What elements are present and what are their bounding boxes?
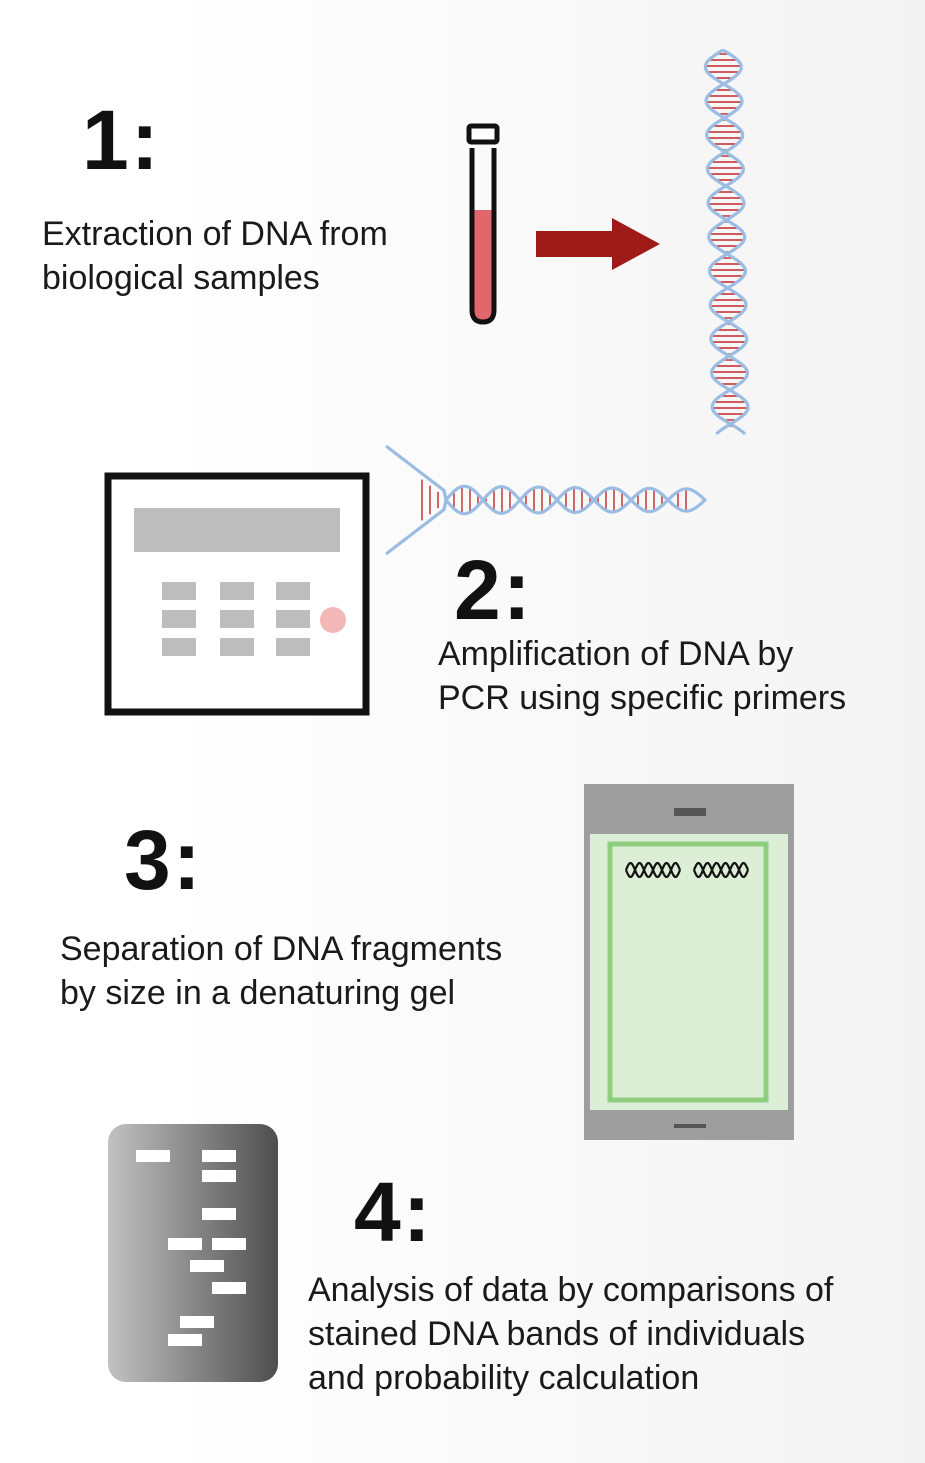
step-3-description: Separation of DNA fragments by size in a… [60,927,502,1015]
dna-strand [385,444,708,516]
pcr-display [134,508,340,552]
step-4-line-3: and probability calculation [308,1359,700,1397]
test-tube-icon [466,123,500,325]
dna-helix-icon [703,48,750,436]
step-1-description: Extraction of DNA from biological sample… [42,212,388,300]
step-2-number: 2: [454,543,533,637]
step-2-line-1: Amplification of DNA by [438,635,794,673]
gel-sample-strand [624,862,682,878]
step-3-line-2: by size in a denaturing gel [60,974,456,1012]
dna-strand [704,48,750,436]
step-3-number: 3: [124,813,203,907]
step-1-line-1: Extraction of DNA from [42,215,388,253]
step-1-line-2: biological samples [42,259,320,297]
step-4-number: 4: [354,1165,433,1259]
dna-strand [385,484,708,556]
gel-sample-strand [692,862,750,878]
step-4-line-2: stained DNA bands of individuals [308,1315,806,1353]
pcr-thermocycler-icon [104,472,370,716]
step-2-description: Amplification of DNA by PCR using specif… [438,632,846,720]
gel-bands-icon [108,1124,278,1382]
dna-amplification-icon [385,444,708,556]
gel-dna-samples [624,862,750,878]
pcr-indicator-light [320,607,346,633]
pcr-keypad [162,582,310,656]
step-4-description: Analysis of data by comparisons of stain… [308,1268,833,1400]
dna-strand [703,48,749,436]
step-2-line-2: PCR using specific primers [438,679,847,717]
gel-electrophoresis-icon [584,784,794,1140]
gel-band-marks [136,1150,246,1346]
step-3-line-1: Separation of DNA fragments [60,930,503,968]
arrow-right-icon [536,218,660,270]
step-1-number: 1: [82,93,161,187]
step-4-line-1: Analysis of data by comparisons of [308,1271,834,1309]
